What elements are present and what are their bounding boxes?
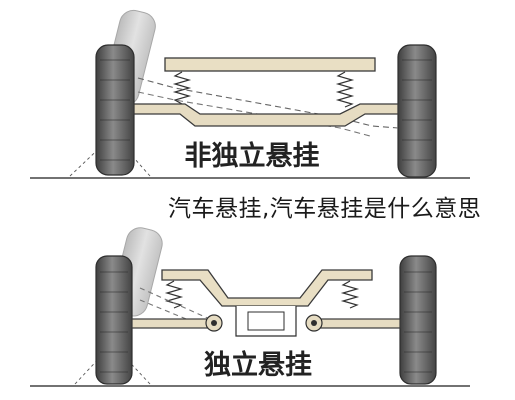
right-half-shaft: [319, 318, 401, 329]
chassis-frame: [164, 57, 376, 72]
right-spring: [340, 280, 360, 309]
right-wheel: [397, 44, 437, 178]
left-pivot-joint: [205, 314, 223, 332]
left-wheel: [95, 255, 133, 385]
right-wheel: [399, 255, 437, 385]
top-diagram-label: 非独立悬挂: [185, 140, 320, 172]
rigid-axle: [133, 103, 399, 127]
page-caption: 汽车悬挂,汽车悬挂是什么意思: [168, 196, 482, 222]
axle-ghost: [137, 77, 399, 129]
swing-arm-ghost: [139, 287, 213, 321]
left-half-shaft: [131, 318, 213, 329]
right-spring: [335, 71, 355, 108]
right-pivot-joint: [305, 314, 323, 332]
independent-suspension-diagram: 独立悬挂: [30, 227, 470, 387]
left-spring: [172, 71, 192, 105]
bottom-diagram-label: 独立悬挂: [204, 349, 312, 381]
left-wheel: [95, 44, 135, 176]
left-spring: [164, 280, 184, 309]
chassis-frame: [161, 269, 373, 307]
rigid-axle-diagram: 非独立悬挂: [30, 9, 470, 179]
